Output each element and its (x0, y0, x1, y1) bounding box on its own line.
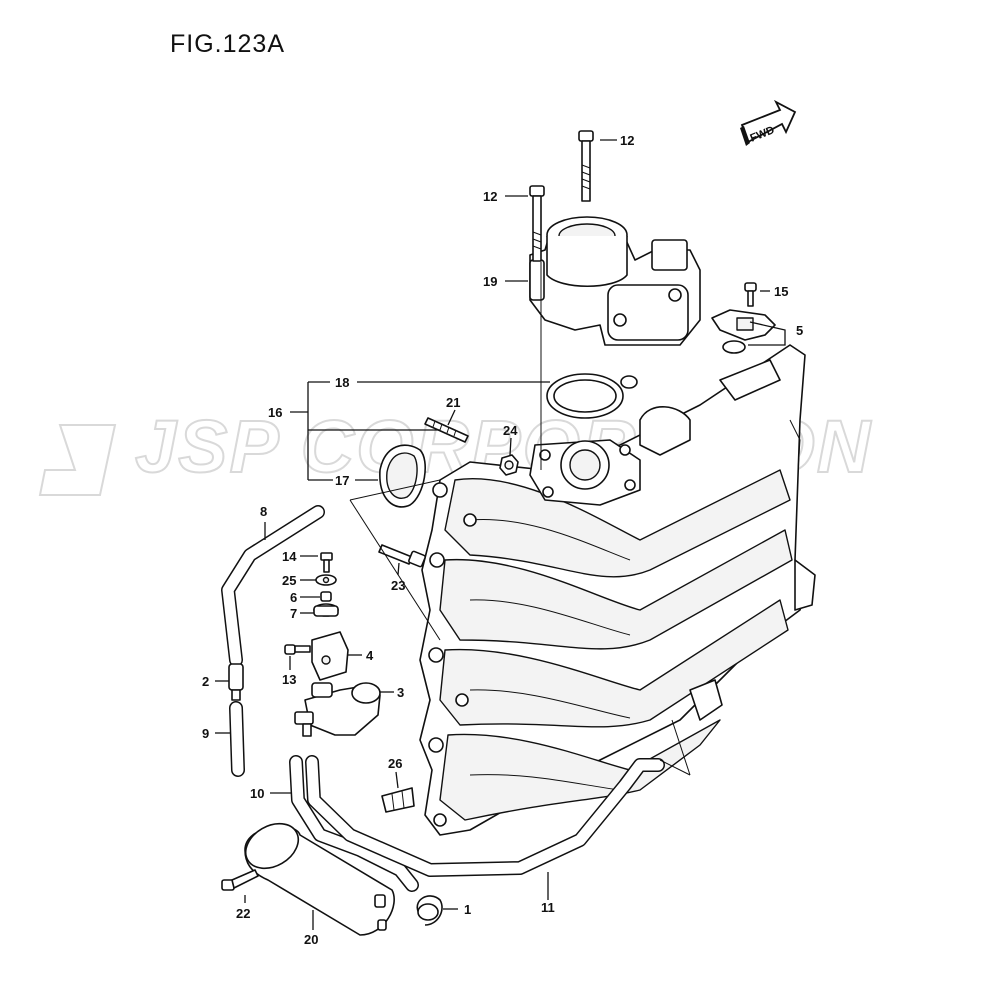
bolt-22 (221, 869, 259, 891)
hose-10 (289, 755, 419, 892)
callout-14: 14 (282, 549, 297, 564)
gasket-17 (379, 444, 426, 508)
callout-24: 24 (503, 423, 518, 438)
clamp-1 (416, 895, 443, 926)
callout-7: 7 (290, 606, 297, 621)
callout-16: 16 (268, 405, 282, 420)
map-sensor (711, 282, 776, 354)
callout-9: 9 (202, 726, 209, 741)
callout-23: 23 (391, 578, 405, 593)
purge-valve (294, 682, 381, 737)
callout-4: 4 (366, 648, 374, 663)
nut-24 (499, 454, 519, 476)
throttle-body (529, 216, 701, 346)
callout-2: 2 (202, 674, 209, 689)
small-parts-stack (313, 552, 339, 617)
callout-6: 6 (290, 590, 297, 605)
callout-17: 17 (335, 473, 349, 488)
hose-11 (305, 755, 665, 877)
figure-title: FIG.123A (170, 30, 285, 58)
callout-22: 22 (236, 906, 250, 921)
bolt-23 (378, 544, 426, 568)
callout-labels: 1 2 3 4 5 6 7 8 9 10 11 12 12 13 14 15 1… (202, 133, 803, 947)
callout-12-upper: 12 (620, 133, 634, 148)
canister-20 (244, 822, 395, 936)
connector-2 (228, 663, 244, 701)
hose-8 (221, 505, 325, 667)
fwd-arrow-icon: FWD (740, 99, 797, 146)
callout-26: 26 (388, 756, 402, 771)
stud-21 (424, 417, 469, 443)
callout-18: 18 (335, 375, 349, 390)
leader-lines (215, 139, 786, 930)
callout-5: 5 (796, 323, 803, 338)
callout-1: 1 (464, 902, 471, 917)
fitting-26 (381, 787, 415, 813)
gasket-18 (546, 373, 638, 419)
callout-11: 11 (541, 900, 555, 915)
bracket-4 (284, 631, 349, 681)
bolt-12-left (529, 185, 545, 262)
callout-19: 19 (483, 274, 497, 289)
callout-15: 15 (774, 284, 788, 299)
callout-8: 8 (260, 504, 267, 519)
callout-20: 20 (304, 932, 318, 947)
callout-3: 3 (397, 685, 404, 700)
callout-21: 21 (446, 395, 460, 410)
callout-12-left: 12 (483, 189, 497, 204)
bolt-12-upper (578, 130, 594, 202)
callout-10: 10 (250, 786, 264, 801)
hose-9 (229, 701, 245, 777)
callout-25: 25 (282, 573, 296, 588)
callout-13: 13 (282, 672, 296, 687)
